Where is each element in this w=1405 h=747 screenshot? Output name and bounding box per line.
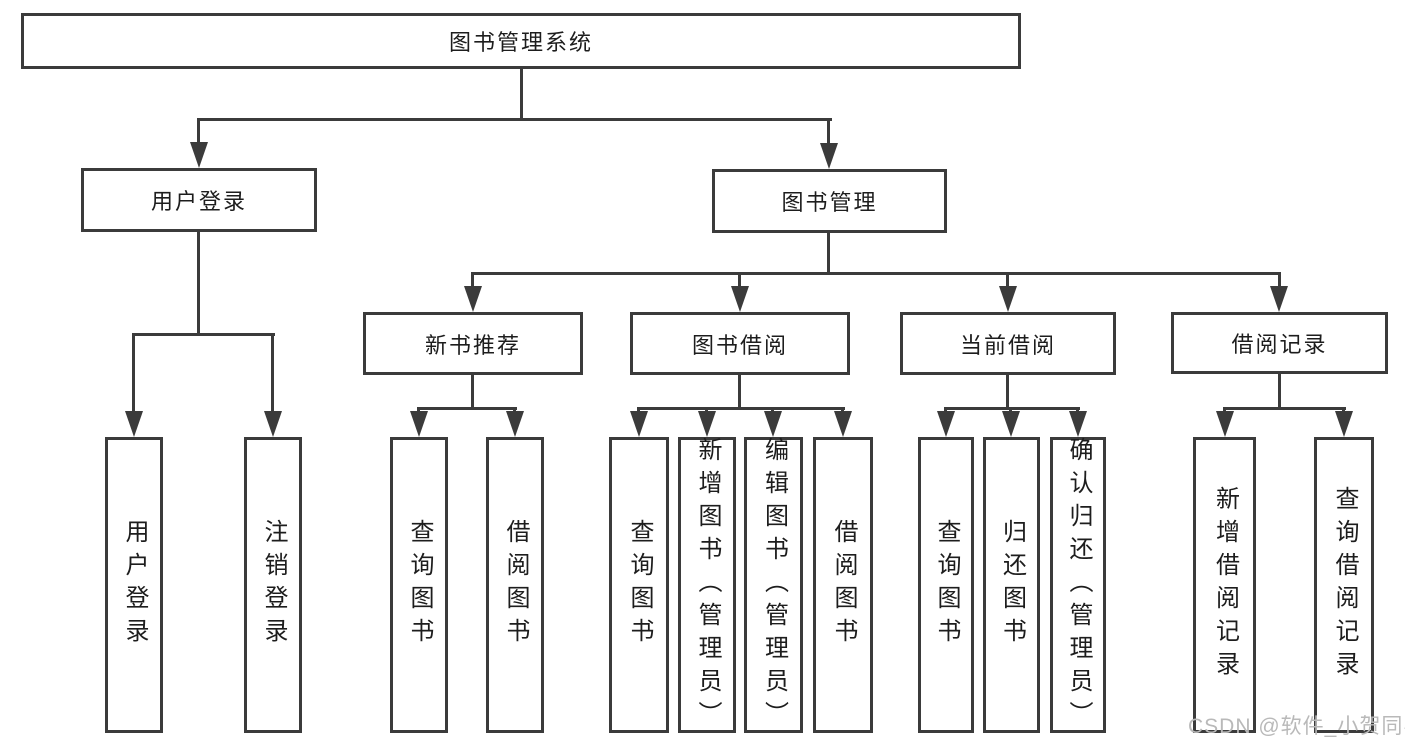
arrow-down-icon bbox=[464, 286, 482, 312]
node-user-login: 用户登录 bbox=[81, 168, 317, 232]
connector-borrowing-records-stem bbox=[1278, 374, 1281, 410]
leaf-current-confirm-return-admin-label: 确认归还（管理员） bbox=[1065, 436, 1092, 734]
connector-user-login-stem bbox=[197, 232, 200, 336]
leaf-logout-label: 注销登录 bbox=[260, 519, 287, 651]
leaf-borrowing-edit-books-admin: 编辑图书（管理员） bbox=[744, 436, 803, 734]
arrow-down-icon bbox=[264, 411, 282, 437]
arrow-down-icon bbox=[410, 411, 428, 437]
leaf-user-login-label: 用户登录 bbox=[121, 519, 148, 651]
node-borrowing-records-label: 借阅记录 bbox=[1231, 332, 1328, 357]
connector-book-borrowing-branch bbox=[637, 407, 845, 410]
leaf-borrowing-add-books-admin-label: 新增图书（管理员） bbox=[694, 436, 721, 734]
leaf-newbook-query-books: 查询图书 bbox=[390, 437, 448, 733]
connector-stem-leaf bbox=[271, 333, 274, 417]
leaf-current-confirm-return-admin: 确认归还（管理员） bbox=[1050, 436, 1106, 734]
arrow-down-icon bbox=[1002, 411, 1020, 437]
connector-current-borrowing-branch bbox=[944, 407, 1080, 410]
arrow-down-icon bbox=[1335, 411, 1353, 437]
connector-stem-book-borrowing bbox=[738, 272, 741, 292]
arrow-down-icon bbox=[125, 411, 143, 437]
leaf-borrowing-borrow-books-label: 借阅图书 bbox=[830, 519, 857, 651]
connector-new-book-recommend-branch bbox=[417, 407, 517, 410]
arrow-down-icon bbox=[698, 411, 716, 437]
leaf-current-return-books: 归还图书 bbox=[983, 437, 1040, 733]
node-book-borrowing-label: 图书借阅 bbox=[691, 332, 788, 358]
connector-user-login-branch bbox=[132, 333, 275, 336]
leaf-borrowing-query-books: 查询图书 bbox=[609, 437, 669, 733]
leaf-records-query-record-label: 查询借阅记录 bbox=[1331, 486, 1358, 684]
connector-root-stem bbox=[520, 68, 523, 121]
connector-stem-new-book-recommend bbox=[471, 272, 474, 292]
arrow-down-icon bbox=[190, 142, 208, 168]
leaf-current-query-books: 查询图书 bbox=[918, 437, 974, 733]
leaf-current-query-books-label: 查询图书 bbox=[933, 519, 960, 651]
node-new-book-recommend: 新书推荐 bbox=[363, 312, 583, 375]
connector-stem-book-management bbox=[827, 118, 830, 148]
node-user-login-label: 用户登录 bbox=[150, 189, 247, 214]
leaf-records-add-record: 新增借阅记录 bbox=[1193, 437, 1256, 733]
connector-borrowing-records-branch bbox=[1223, 407, 1346, 410]
leaf-newbook-query-books-label: 查询图书 bbox=[406, 519, 433, 651]
connector-current-borrowing-stem bbox=[1006, 375, 1009, 410]
connector-book-management-stem bbox=[827, 233, 830, 275]
connector-stem-current-borrowing bbox=[1006, 272, 1009, 292]
leaf-records-query-record: 查询借阅记录 bbox=[1314, 437, 1374, 733]
connector-stem-user-login bbox=[197, 118, 200, 148]
arrow-down-icon bbox=[1069, 411, 1087, 437]
node-current-borrowing: 当前借阅 bbox=[900, 312, 1116, 375]
node-current-borrowing-label: 当前借阅 bbox=[959, 332, 1056, 358]
arrow-down-icon bbox=[1216, 411, 1234, 437]
leaf-borrowing-query-books-label: 查询图书 bbox=[626, 519, 653, 651]
connector-book-borrowing-stem bbox=[738, 375, 741, 410]
connector-new-book-recommend-stem bbox=[471, 375, 474, 410]
csdn-watermark: CSDN @软件_小贺同学 bbox=[1188, 715, 1405, 738]
arrow-down-icon bbox=[506, 411, 524, 437]
arrow-down-icon bbox=[764, 411, 782, 437]
arrow-down-icon bbox=[999, 286, 1017, 312]
arrow-down-icon bbox=[630, 411, 648, 437]
node-root-label: 图书管理系统 bbox=[448, 30, 593, 55]
node-book-management: 图书管理 bbox=[712, 169, 947, 233]
leaf-newbook-borrow-books-label: 借阅图书 bbox=[502, 519, 529, 651]
leaf-borrowing-edit-books-admin-label: 编辑图书（管理员） bbox=[760, 436, 788, 734]
leaf-borrowing-borrow-books: 借阅图书 bbox=[813, 437, 873, 733]
leaf-user-login: 用户登录 bbox=[105, 437, 163, 733]
connector-level1-branch bbox=[198, 118, 832, 121]
leaf-current-return-books-label: 归还图书 bbox=[998, 519, 1026, 651]
arrow-down-icon bbox=[834, 411, 852, 437]
leaf-newbook-borrow-books: 借阅图书 bbox=[486, 437, 544, 733]
node-new-book-recommend-label: 新书推荐 bbox=[424, 332, 521, 358]
connector-stem-leaf bbox=[132, 333, 135, 417]
arrow-down-icon bbox=[820, 143, 838, 169]
arrow-down-icon bbox=[731, 286, 749, 312]
node-borrowing-records: 借阅记录 bbox=[1171, 312, 1388, 374]
arrow-down-icon bbox=[1270, 286, 1288, 312]
leaf-logout: 注销登录 bbox=[244, 437, 302, 733]
leaf-borrowing-add-books-admin: 新增图书（管理员） bbox=[678, 436, 736, 734]
node-book-management-label: 图书管理 bbox=[781, 190, 878, 215]
leaf-records-add-record-label: 新增借阅记录 bbox=[1211, 486, 1239, 684]
node-book-borrowing: 图书借阅 bbox=[630, 312, 850, 375]
arrow-down-icon bbox=[937, 411, 955, 437]
connector-level2-branch bbox=[471, 272, 1281, 275]
connector-stem-borrowing-records bbox=[1278, 272, 1281, 292]
node-root: 图书管理系统 bbox=[21, 13, 1021, 69]
